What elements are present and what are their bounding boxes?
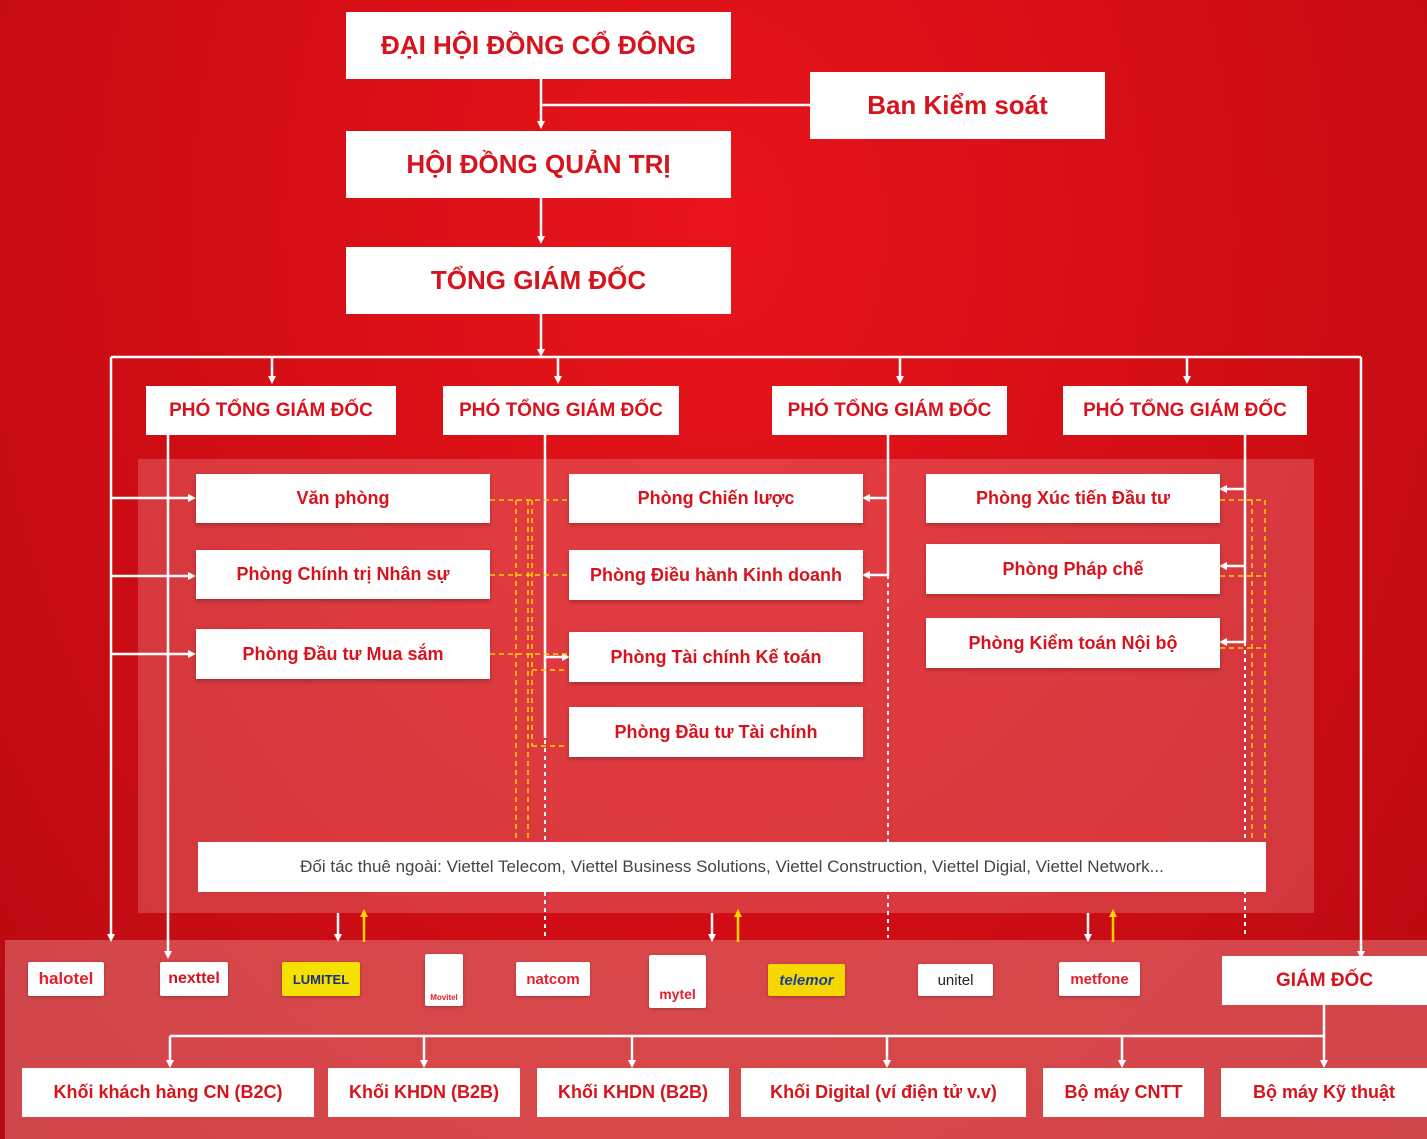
vice-director-3: PHÓ TỔNG GIÁM ĐỐC: [772, 386, 1007, 435]
vice-director-1: PHÓ TỔNG GIÁM ĐỐC: [146, 386, 396, 435]
dept-financial-investment: Phòng Đầu tư Tài chính: [569, 707, 863, 757]
natcom-logo: natcom: [516, 962, 590, 996]
dept-internal-audit: Phòng Kiểm toán Nội bộ: [926, 618, 1220, 668]
departments-panel: [138, 459, 1314, 913]
dept-business-ops: Phòng Điều hành Kinh doanh: [569, 550, 863, 600]
telemor-logo: telemor: [768, 964, 845, 996]
director-box: GIÁM ĐỐC: [1222, 956, 1427, 1005]
dept-finance-accounting: Phòng Tài chính Kế toán: [569, 632, 863, 682]
mytel-logo: mytel: [649, 955, 706, 1008]
vice-director-2: PHÓ TỔNG GIÁM ĐỐC: [443, 386, 679, 435]
dept-office: Văn phòng: [196, 474, 490, 523]
dept-procurement: Phòng Đầu tư Mua sắm: [196, 629, 490, 679]
ceo-box: TỔNG GIÁM ĐỐC: [346, 247, 731, 314]
unit-b2b-1: Khối KHDN (B2B): [328, 1068, 520, 1117]
unit-technical: Bộ máy Kỹ thuật: [1221, 1068, 1427, 1117]
dept-investment-promotion: Phòng Xúc tiến Đầu tư: [926, 474, 1220, 523]
unit-b2c: Khối khách hàng CN (B2C): [22, 1068, 314, 1117]
dept-politics-hr: Phòng Chính trị Nhân sự: [196, 550, 490, 599]
lumitel-logo: LUMITEL: [282, 962, 360, 996]
movitel-logo: Movitel: [425, 954, 463, 1006]
unit-b2b-2: Khối KHDN (B2B): [537, 1068, 729, 1117]
dept-strategy: Phòng Chiến lược: [569, 474, 863, 523]
unit-it: Bộ máy CNTT: [1043, 1068, 1204, 1117]
vice-director-4: PHÓ TỔNG GIÁM ĐỐC: [1063, 386, 1307, 435]
outsourcing-partners: Đối tác thuê ngoài: Viettel Telecom, Vie…: [198, 842, 1266, 892]
nexttel-logo: nexttel: [160, 962, 228, 996]
board-box: HỘI ĐỒNG QUẢN TRỊ: [346, 131, 731, 198]
unitel-logo: unitel: [918, 964, 993, 996]
unit-digital: Khối Digital (ví điện tử v.v): [741, 1068, 1026, 1117]
halotel-logo: halotel: [28, 962, 104, 996]
supervisory-box: Ban Kiểm soát: [810, 72, 1105, 139]
shareholders-box: ĐẠI HỘI ĐỒNG CỔ ĐÔNG: [346, 12, 731, 79]
dept-legal: Phòng Pháp chế: [926, 544, 1220, 594]
metfone-logo: metfone: [1059, 962, 1140, 996]
